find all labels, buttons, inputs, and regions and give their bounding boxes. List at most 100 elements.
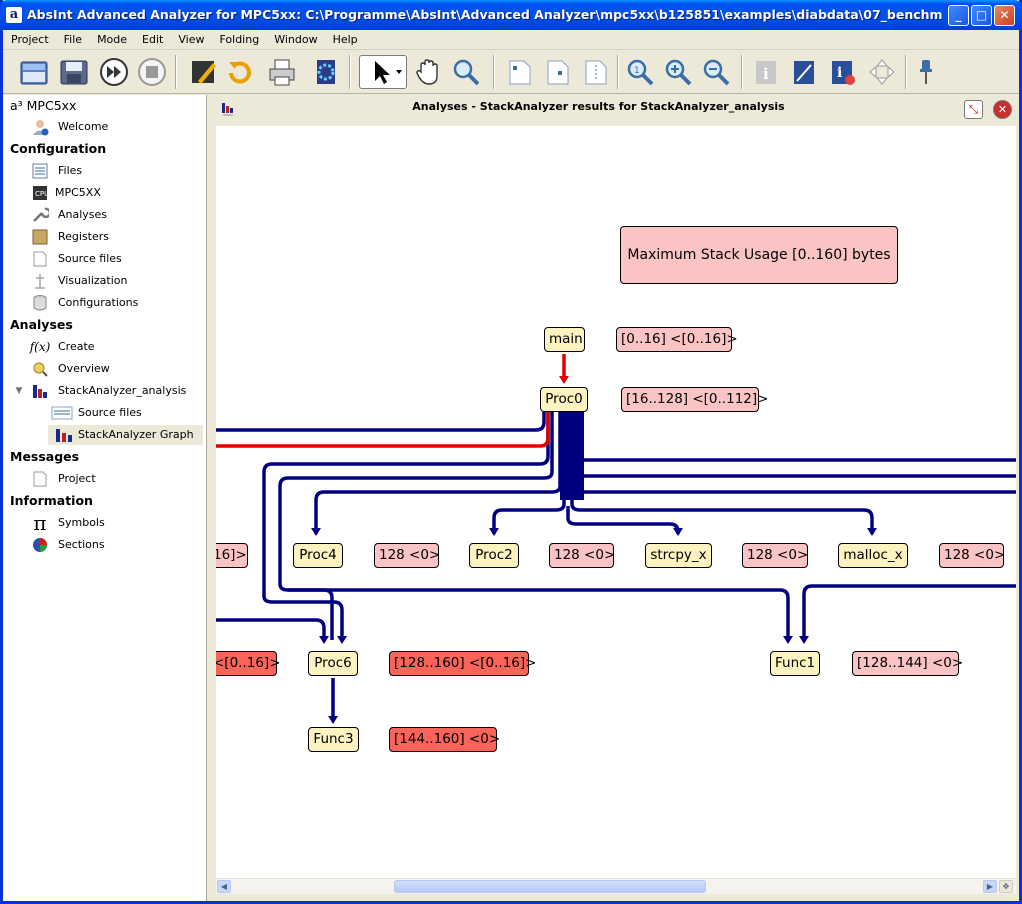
magnifier-tool[interactable] — [449, 55, 483, 89]
content-header: Analyses - StackAnalyzer results for Sta… — [216, 97, 1016, 119]
menu-folding[interactable]: Folding — [219, 33, 260, 46]
pie-icon — [31, 536, 49, 554]
menu-window[interactable]: Window — [274, 33, 318, 46]
sidebar-item-registers[interactable]: Registers — [3, 227, 203, 247]
node-main-usage[interactable]: [0..16] <[0..16]> — [616, 327, 738, 352]
sidebar-item-sections[interactable]: Sections — [3, 535, 203, 555]
node-proc4[interactable]: Proc4 — [293, 543, 343, 568]
run-icon[interactable] — [97, 55, 131, 89]
pin-icon[interactable] — [909, 55, 943, 89]
node-malloc-usage[interactable]: 128 <0> — [939, 543, 1005, 568]
node-proc6[interactable]: Proc6 — [308, 651, 358, 676]
graph-edge — [216, 412, 546, 432]
graph-edge-malloc — [570, 412, 874, 534]
close-view-icon[interactable]: ✕ — [993, 100, 1012, 119]
menu-project[interactable]: Project — [11, 33, 49, 46]
wrench-icon — [31, 206, 49, 224]
node-strcpy-x[interactable]: strcpy_x — [645, 543, 712, 568]
node-proc0[interactable]: Proc0 — [540, 387, 588, 412]
minimize-button[interactable]: _ — [948, 5, 969, 26]
menu-edit[interactable]: Edit — [142, 33, 164, 46]
scroll-corner-icon[interactable]: ✥ — [999, 880, 1013, 893]
sidebar-item-visualization[interactable]: Visualization — [3, 271, 203, 291]
node-main[interactable]: main — [544, 327, 585, 352]
maximize-button[interactable]: □ — [971, 5, 992, 26]
node-func1-usage[interactable]: [128..144] <0> — [852, 651, 963, 676]
sidebar-item-mpc5xx[interactable]: CPU MPC5XX — [3, 183, 203, 203]
color-palette-icon[interactable] — [309, 55, 343, 89]
tree-root[interactable]: a³ MPC5xx — [10, 98, 77, 113]
sidebar-item-symbols[interactable]: π Symbols — [3, 513, 203, 533]
select-pointer-tool[interactable] — [359, 55, 407, 89]
sidebar-item-analysis-source-files[interactable]: Source files — [3, 403, 203, 423]
sidebar-item-stackanalyzer-analysis[interactable]: ▼ StackAnalyzer_analysis — [3, 381, 203, 401]
section-analyses: Analyses — [10, 317, 73, 332]
graph-icon — [53, 426, 75, 444]
scroll-right-icon[interactable]: ▶ — [983, 880, 997, 893]
zoom-reset-icon[interactable]: 1 — [623, 55, 657, 89]
node-partial-usage-left-critical[interactable]: <[0..16]> — [216, 651, 281, 676]
node-func3-usage[interactable]: [144..160] <0> — [389, 727, 500, 752]
critical-arrow-head — [559, 376, 569, 384]
graph-edge-proc2 — [492, 412, 566, 534]
print-icon[interactable] — [265, 55, 299, 89]
section-information: Information — [10, 493, 93, 508]
stack-graph-canvas[interactable]: Maximum Stack Usage [0..160] bytes main … — [216, 126, 1016, 878]
info-edit-icon[interactable] — [787, 55, 821, 89]
chip-icon: CPU — [31, 184, 49, 202]
stop-icon[interactable] — [135, 55, 169, 89]
node-proc6-usage[interactable]: [128..160] <[0..16]> — [389, 651, 536, 676]
save-icon[interactable] — [57, 55, 91, 89]
node-proc4-usage[interactable]: 128 <0> — [374, 543, 440, 568]
source-file-icon — [51, 404, 73, 422]
edit-pencil-icon[interactable] — [187, 55, 221, 89]
node-malloc-x[interactable]: malloc_x — [838, 543, 908, 568]
node-proc2[interactable]: Proc2 — [469, 543, 519, 568]
layout-tool-1-icon[interactable] — [503, 55, 537, 89]
max-stack-usage-box[interactable]: Maximum Stack Usage [0..160] bytes — [620, 226, 898, 284]
scroll-thumb[interactable] — [394, 880, 706, 893]
title-bar[interactable]: a AbsInt Advanced Analyzer for MPC5xx: C… — [0, 0, 1022, 30]
sidebar-item-project[interactable]: Project — [3, 469, 203, 489]
svg-text:i: i — [763, 65, 769, 83]
sidebar-item-welcome[interactable]: Welcome — [3, 117, 203, 137]
node-func1[interactable]: Func1 — [770, 651, 820, 676]
node-proc2-usage[interactable]: 128 <0> — [549, 543, 615, 568]
reload-icon[interactable] — [223, 55, 257, 89]
sidebar-item-configurations[interactable]: Configurations — [3, 293, 203, 313]
node-strcpy-usage[interactable]: 128 <0> — [742, 543, 808, 568]
layout-tool-3-icon[interactable] — [579, 55, 613, 89]
stack-analyzer-icon — [31, 382, 49, 400]
section-messages: Messages — [10, 449, 80, 464]
node-partial-usage-left[interactable]: 16]> — [216, 543, 248, 568]
info-icon[interactable]: i — [749, 55, 783, 89]
menu-help[interactable]: Help — [332, 33, 358, 46]
sidebar-item-stackanalyzer-graph[interactable]: StackAnalyzer Graph — [48, 425, 203, 445]
zoom-in-icon[interactable] — [661, 55, 695, 89]
pan-hand-tool[interactable] — [411, 55, 445, 89]
menu-mode[interactable]: Mode — [97, 33, 128, 46]
view-type-icon — [220, 100, 236, 121]
node-proc0-usage[interactable]: [16..128] <[0..112]> — [621, 387, 768, 412]
navigate-icon[interactable] — [865, 55, 899, 89]
menu-file[interactable]: File — [63, 33, 83, 46]
sidebar-item-overview[interactable]: Overview — [3, 359, 203, 379]
menu-view[interactable]: View — [178, 33, 205, 46]
horizontal-scrollbar[interactable]: ◀ ▶ ✥ — [216, 878, 1016, 894]
project-tree-sidebar: a³ MPC5xx Welcome Configuration Files CP… — [3, 95, 207, 901]
sidebar-item-source-files[interactable]: Source files — [3, 249, 203, 269]
sidebar-item-analyses-config[interactable]: Analyses — [3, 205, 203, 225]
collapse-triangle-icon[interactable]: ▼ — [15, 386, 23, 396]
open-project-icon[interactable] — [17, 55, 51, 89]
info-remove-icon[interactable]: i — [825, 55, 859, 89]
graph-edge — [574, 412, 1016, 462]
sidebar-item-create[interactable]: f(x) Create — [29, 340, 95, 354]
sidebar-item-files[interactable]: Files — [3, 161, 203, 181]
layout-tool-2-icon[interactable] — [541, 55, 575, 89]
zoom-out-icon[interactable] — [699, 55, 733, 89]
arrow-head — [489, 528, 499, 536]
close-button[interactable]: ✕ — [994, 5, 1015, 26]
scroll-left-icon[interactable]: ◀ — [217, 880, 231, 893]
node-func3[interactable]: Func3 — [308, 727, 359, 752]
restore-view-icon[interactable]: ⤡ — [964, 100, 983, 119]
